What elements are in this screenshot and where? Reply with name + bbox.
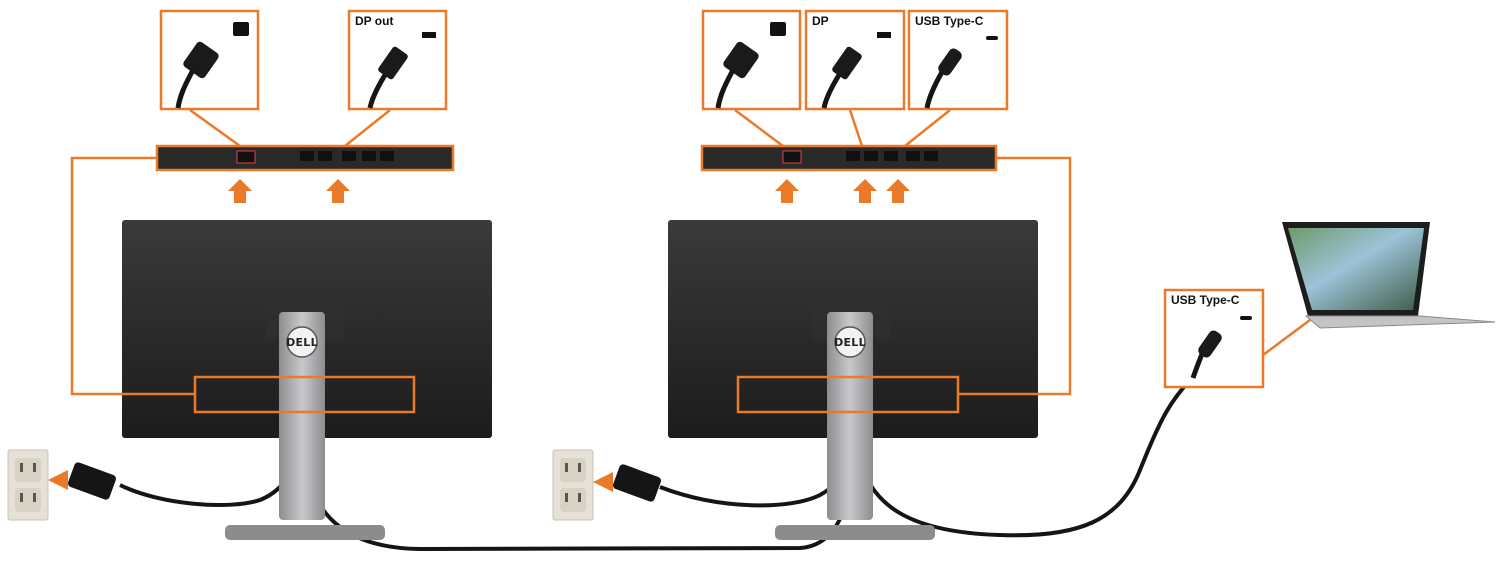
monitor-1: DELL [122, 220, 492, 540]
arrow-left-icon [593, 472, 613, 492]
callout-m2-power [701, 9, 802, 111]
usb-c-connector-icon [1190, 316, 1252, 379]
monitor-1-stand [279, 312, 325, 520]
power-cable-2 [659, 454, 850, 508]
dell-logo-text-2: DELL [834, 336, 866, 349]
power-connector-icon [175, 22, 249, 109]
power-cable-1 [119, 454, 302, 507]
monitor-1-stand-base [225, 525, 385, 540]
wall-outlet-2 [552, 449, 594, 521]
callout-label: USB Type-C [1171, 293, 1240, 307]
wall-outlet-1 [7, 449, 49, 521]
leader-lines [70, 108, 1311, 396]
up-arrows [228, 179, 910, 203]
dell-logo-1 [286, 326, 318, 358]
callout-label: DP [812, 14, 829, 28]
usb-c-cable [856, 373, 1197, 538]
arrow-up-icon [775, 179, 799, 203]
power-plug-icon [613, 464, 661, 502]
callout-m1-dp-out: DP out [347, 9, 448, 111]
port-strip-1 [155, 144, 455, 172]
laptop-base [1304, 315, 1496, 329]
port-strip-2 [700, 144, 998, 172]
usb-c-connector-icon [924, 36, 998, 109]
laptop [1282, 222, 1496, 329]
dell-logo-2 [834, 326, 866, 358]
callout-m1-power [159, 9, 260, 111]
power-plug-2 [593, 464, 661, 502]
power-plug-1 [48, 462, 116, 500]
power-connector-icon [715, 22, 786, 109]
displayport-connector-icon [821, 32, 891, 109]
arrow-up-icon [228, 179, 252, 203]
dell-logo-text-1: DELL [286, 336, 318, 349]
monitor-2: DELL [668, 220, 1038, 540]
arrow-up-icon [853, 179, 877, 203]
callout-label: DP out [355, 14, 393, 28]
monitor-2-stand-base [775, 525, 935, 540]
arrow-up-icon [886, 179, 910, 203]
callout-laptop-usb-c: USB Type-C [1163, 288, 1265, 389]
displayport-connector-icon [367, 32, 436, 109]
arrow-up-icon [326, 179, 350, 203]
power-plug-icon [68, 462, 116, 500]
monitor-2-stand [827, 312, 873, 520]
callout-m2-usb-c: USB Type-C [907, 9, 1009, 111]
callout-label: USB Type-C [915, 14, 984, 28]
arrow-left-icon [48, 470, 68, 490]
callout-m2-dp: DP [804, 9, 906, 111]
